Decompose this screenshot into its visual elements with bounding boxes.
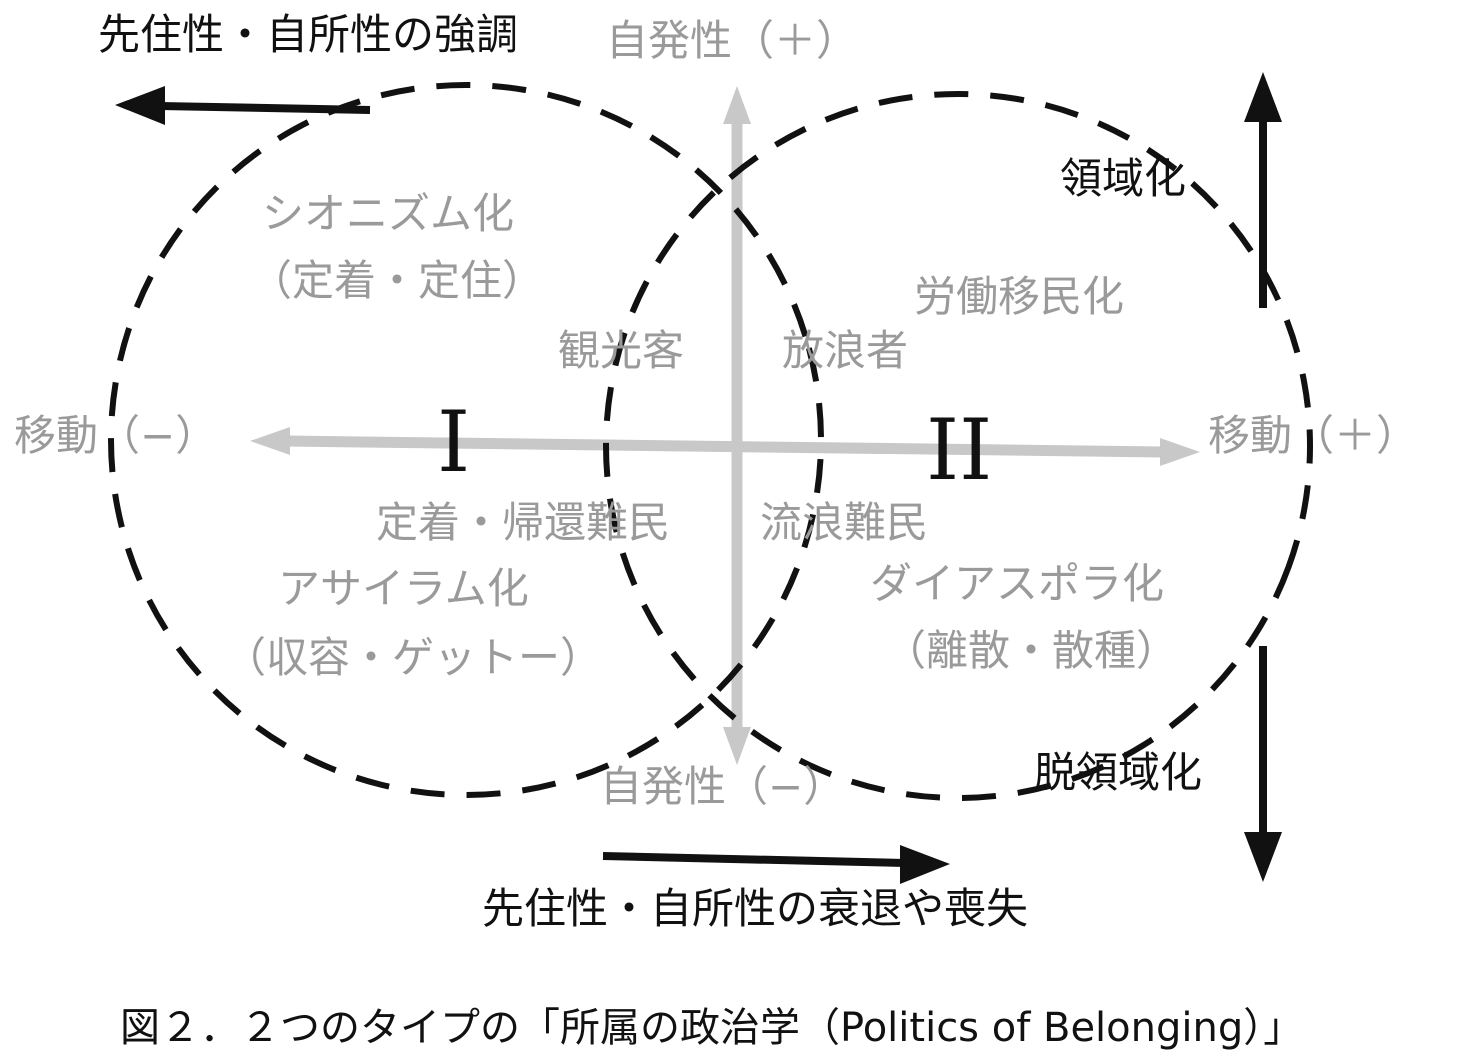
horizontal-axis bbox=[284, 435, 1166, 458]
horizontal-axis-left-arrowhead bbox=[250, 427, 290, 455]
tourist-label: 観光客 bbox=[558, 326, 685, 375]
emphasis-label: 先住性・自所性の強調 bbox=[98, 10, 519, 59]
territorialization-label: 領域化 bbox=[1060, 154, 1187, 203]
zionism-sublabel: （定着・定住） bbox=[250, 256, 545, 305]
mobility-negative-label: 移動（−） bbox=[14, 411, 218, 460]
diaspora-label: ダイアスポラ化 bbox=[870, 559, 1165, 608]
zionism-label: シオニズム化 bbox=[262, 189, 515, 238]
decline-label: 先住性・自所性の衰退や喪失 bbox=[482, 884, 1029, 933]
decline-arrowhead bbox=[900, 845, 950, 884]
vertical-axis-top-arrowhead bbox=[723, 86, 751, 124]
deterritorialization-label: 脱領域化 bbox=[1034, 748, 1203, 797]
horizontal-axis-right-arrowhead bbox=[1160, 438, 1200, 466]
territorialization-arrowhead bbox=[1244, 72, 1282, 122]
diaspora-sublabel: （離散・散種） bbox=[884, 626, 1179, 675]
type-two-numeral: II bbox=[926, 401, 993, 499]
type-one-numeral: I bbox=[437, 393, 471, 491]
spontaneity-negative-label: 自発性（−） bbox=[600, 762, 846, 811]
emphasis-arrowhead bbox=[115, 86, 165, 125]
vertical-axis-bottom-arrowhead bbox=[723, 727, 751, 765]
deterritorialization-arrowhead bbox=[1244, 832, 1282, 882]
asylum-label: アサイラム化 bbox=[278, 564, 529, 613]
spontaneity-positive-label: 自発性（＋） bbox=[606, 16, 859, 65]
settle-return-refugee-label: 定着・帰還難民 bbox=[376, 498, 671, 547]
wandering-refugee-label: 流浪難民 bbox=[760, 498, 929, 547]
labor-migration-label: 労働移民化 bbox=[914, 272, 1125, 321]
decline-arrow-shaft bbox=[602, 852, 906, 867]
mobility-positive-label: 移動（＋） bbox=[1208, 411, 1419, 460]
type-one-ellipse bbox=[108, 82, 824, 798]
emphasis-arrow-shaft bbox=[159, 102, 371, 114]
wanderer-label: 放浪者 bbox=[782, 326, 909, 375]
figure-caption: 図２．２つのタイプの「所属の政治学（Politics of Belonging）… bbox=[120, 1005, 1304, 1051]
type-two-ellipse bbox=[603, 91, 1313, 801]
asylum-sublabel: （収容・ゲットー） bbox=[224, 633, 603, 682]
